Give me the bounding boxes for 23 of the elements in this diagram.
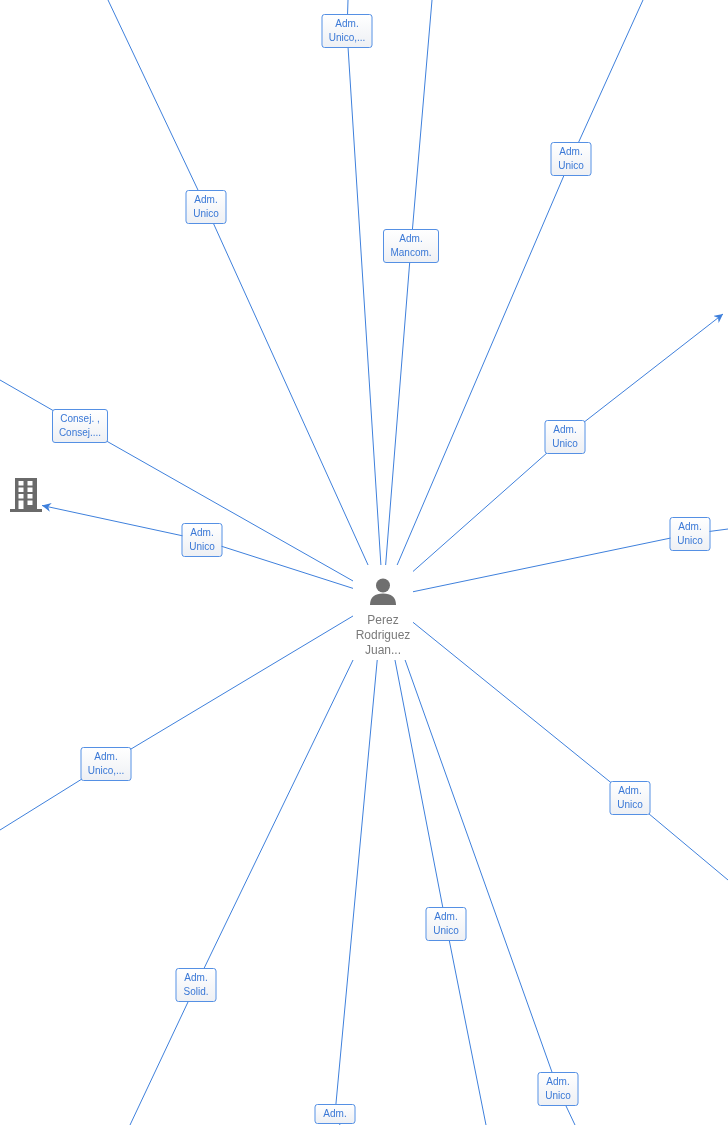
connector-line [346, 0, 382, 566]
edge-label: Adm. [314, 1104, 356, 1124]
edge-label: Adm. Mancom. [383, 229, 439, 263]
person-name: Perez Rodriguez Juan... [354, 613, 412, 658]
connector-line [385, 0, 433, 566]
connector-line [396, 0, 644, 566]
edge-label: Adm. Unico [181, 523, 223, 557]
edge-label: Consej. , Consej.... [52, 409, 108, 443]
edge-label: Adm. Unico [609, 781, 651, 815]
edge-label: Adm. Unico [537, 1072, 579, 1106]
connector-line [107, 0, 369, 566]
edge-label: Adm. Unico [425, 907, 467, 941]
connector-line [404, 659, 576, 1125]
edge-label: Adm. Unico [185, 190, 227, 224]
connector-line [129, 659, 354, 1125]
edge-label: Adm. Solid. [175, 968, 217, 1002]
building-icon [10, 478, 42, 512]
connector-line [394, 659, 487, 1125]
edge-label: Adm. Unico [544, 420, 586, 454]
edge-label: Adm. Unico [550, 142, 592, 176]
edge-label: Adm. Unico,... [321, 14, 373, 48]
edge-label: Adm. Unico [669, 517, 711, 551]
edge-label: Adm. Unico,... [80, 747, 132, 781]
